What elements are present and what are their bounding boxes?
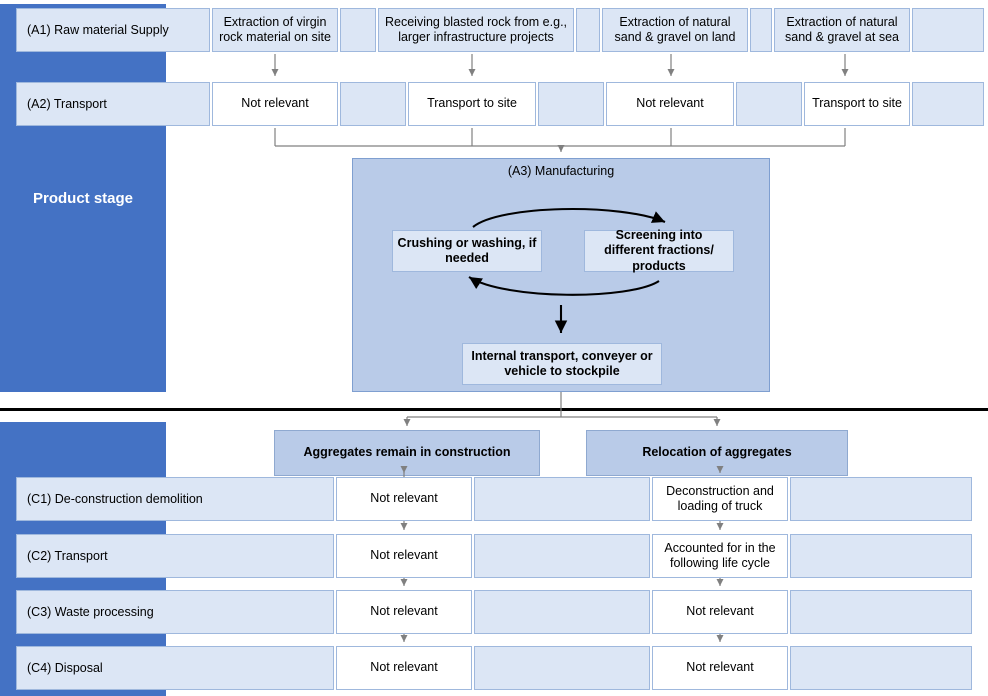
row-label-a2: (A2) Transport [16,82,210,126]
a2-item-3: Not relevant [606,82,734,126]
a3-title-text: (A3) Manufacturing [507,164,615,178]
a2-item-4: Transport to site [804,82,910,126]
row-label-c4: (C4) Disposal [16,646,334,690]
stage-label-product: Product stage [0,4,166,392]
a2-item-3-text: Not relevant [636,96,704,111]
a3-internal-transport-box: Internal transport, conveyer or vehicle … [462,343,662,385]
row-label-c3: (C3) Waste processing [16,590,334,634]
c3-left-text: Not relevant [370,604,438,619]
row-label-a1: (A1) Raw material Supply [16,8,210,52]
stage-divider [0,408,988,411]
a1-spacer-2 [576,8,600,52]
a1-item-3: Extraction of natural sand & gravel on l… [602,8,748,52]
a3-crushing-box: Crushing or washing, if needed [392,230,542,272]
c2-right-value: Accounted for in the following life cycl… [652,534,788,578]
c3-left-value: Not relevant [336,590,472,634]
a2-spacer-3 [736,82,802,126]
a1-item-3-text: Extraction of natural sand & gravel on l… [614,14,736,44]
row-label-c1: (C1) De-construction demolition [16,477,334,521]
stage-label-product-text: Product stage [32,189,134,207]
c2-right-text: Accounted for in the following life cycl… [664,540,776,570]
eol-branch-1-text: Aggregates remain in construction [303,445,511,460]
a1-item-2-text: Receiving blasted rock from e.g., larger… [384,14,568,44]
eol-branch-1: Aggregates remain in construction [274,430,540,476]
c3-spacer-2 [790,590,972,634]
c3-spacer-1 [474,590,650,634]
a1-item-2: Receiving blasted rock from e.g., larger… [378,8,574,52]
c3-right-value: Not relevant [652,590,788,634]
a2-item-2: Transport to site [408,82,536,126]
c4-right-text: Not relevant [686,660,754,675]
a2-item-1-text: Not relevant [241,96,309,111]
row-label-c4-text: (C4) Disposal [27,661,103,675]
c1-left-text: Not relevant [370,491,438,506]
a3-screening-box: Screening into different fractions/ prod… [584,228,734,273]
c4-right-value: Not relevant [652,646,788,690]
c1-right-text: Deconstruction and loading of truck [666,483,774,513]
c4-left-value: Not relevant [336,646,472,690]
c2-left-value: Not relevant [336,534,472,578]
row-label-c1-text: (C1) De-construction demolition [27,492,203,506]
a2-item-1: Not relevant [212,82,338,126]
row-label-c2: (C2) Transport [16,534,334,578]
c1-right-value: Deconstruction and loading of truck [652,477,788,521]
row-label-c3-text: (C3) Waste processing [27,605,154,619]
a1-item-1-text: Extraction of virgin rock material on si… [219,14,331,44]
c2-spacer-1 [474,534,650,578]
c4-spacer-1 [474,646,650,690]
c1-left-value: Not relevant [336,477,472,521]
a1-item-4-text: Extraction of natural sand & gravel at s… [785,14,899,44]
a1-spacer-1 [340,8,376,52]
a2-item-2-text: Transport to site [427,96,517,111]
c1-spacer-1 [474,477,650,521]
c2-left-text: Not relevant [370,548,438,563]
c2-spacer-2 [790,534,972,578]
a1-item-4: Extraction of natural sand & gravel at s… [774,8,910,52]
a3-title: (A3) Manufacturing [352,164,770,178]
row-label-a2-text: (A2) Transport [27,97,107,111]
eol-branch-2-text: Relocation of aggregates [642,445,792,460]
a2-spacer-4 [912,82,984,126]
a3-screening-text: Screening into different fractions/ prod… [604,228,714,273]
row-label-a1-text: (A1) Raw material Supply [27,23,169,37]
c4-spacer-2 [790,646,972,690]
a2-spacer-2 [538,82,604,126]
a3-internal-transport-text: Internal transport, conveyer or vehicle … [471,348,653,378]
a1-spacer-3 [750,8,772,52]
a1-item-1: Extraction of virgin rock material on si… [212,8,338,52]
a3-crushing-text: Crushing or washing, if needed [397,235,537,265]
eol-branch-2: Relocation of aggregates [586,430,848,476]
c4-left-text: Not relevant [370,660,438,675]
c3-right-text: Not relevant [686,604,754,619]
a2-item-4-text: Transport to site [812,96,902,111]
c1-spacer-2 [790,477,972,521]
row-label-c2-text: (C2) Transport [27,549,108,563]
a2-spacer-1 [340,82,406,126]
a1-spacer-4 [912,8,984,52]
